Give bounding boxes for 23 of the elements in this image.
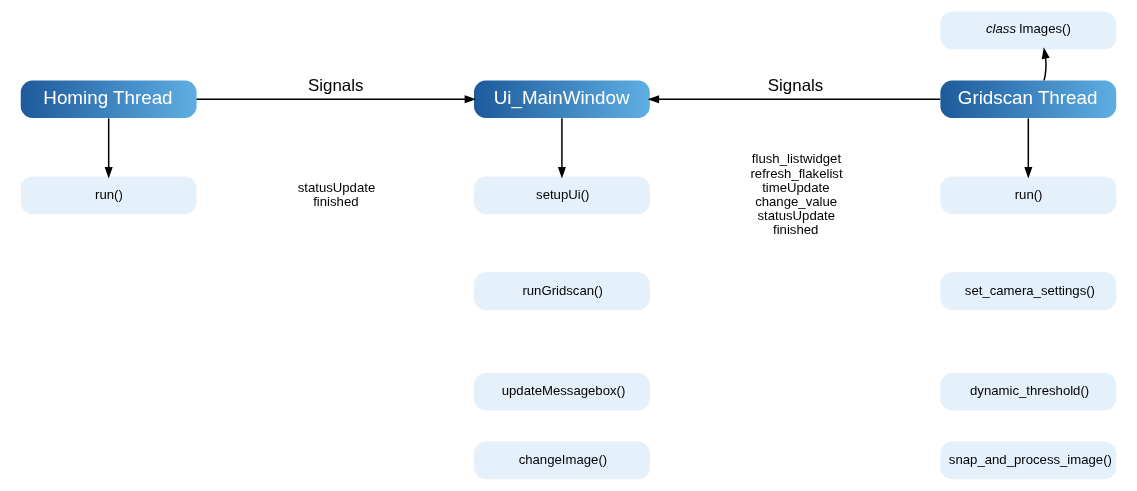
node-box: changeImage() bbox=[474, 441, 650, 480]
node-box: snap_and_process_image() bbox=[940, 441, 1117, 480]
node-box: class Images() bbox=[940, 11, 1117, 50]
node-box: updateMessagebox() bbox=[474, 372, 650, 411]
arrow bbox=[647, 95, 942, 104]
arrow bbox=[557, 117, 566, 179]
node-box: run() bbox=[20, 176, 197, 214]
edge-label: Signals bbox=[308, 76, 364, 96]
node-box: Ui_MainWindow bbox=[474, 80, 650, 119]
arrow bbox=[104, 117, 113, 179]
arrow bbox=[1024, 117, 1033, 179]
node-box: Homing Thread bbox=[20, 80, 197, 119]
label: statusUpdate finished bbox=[297, 179, 376, 209]
edge-label: Signals bbox=[767, 76, 824, 96]
node-box: dynamic_threshold() bbox=[940, 372, 1117, 411]
arrow bbox=[195, 95, 477, 104]
node-box: Gridscan Thread bbox=[940, 80, 1117, 119]
node-box: runGridscan() bbox=[474, 272, 650, 310]
label: flush_listwidget refresh_flakelist timeUpdate change_value statusUpdate finished bbox=[750, 151, 843, 237]
arrow bbox=[1041, 47, 1050, 82]
node-box: setupUi() bbox=[474, 176, 650, 214]
node-box: set_camera_settings() bbox=[940, 272, 1117, 310]
node-box: run() bbox=[940, 176, 1117, 214]
